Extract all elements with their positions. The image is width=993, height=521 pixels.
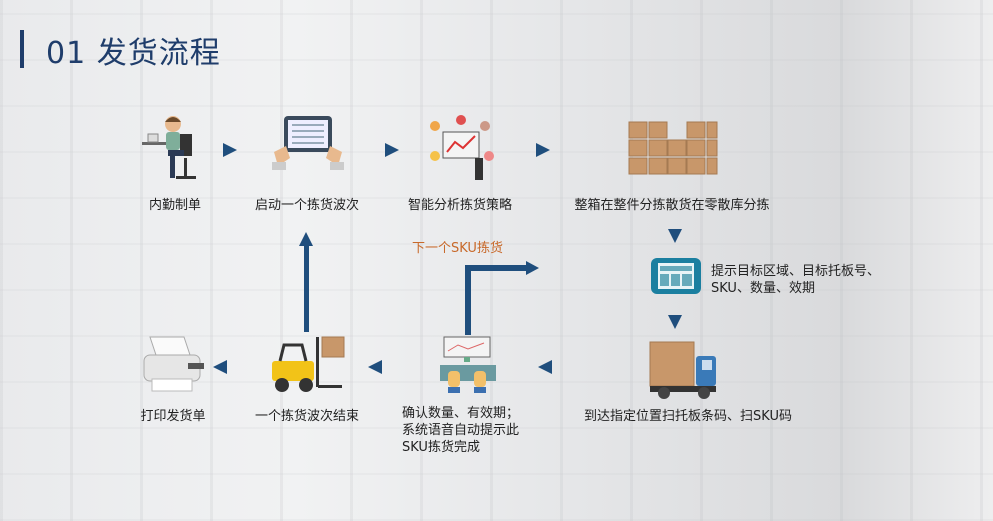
tablet-hands-icon [272,116,344,170]
title-accent-bar [20,30,24,68]
analytics-strategy-icon [430,115,494,180]
arrow-left-icon [368,360,382,374]
office-worker-icon [142,116,196,179]
delivery-truck-icon [649,341,716,399]
step-label: 提示目标区域、目标托板号、 SKU、数量、效期 [711,263,880,297]
step-label: 打印发货单 [140,409,206,424]
step-label: 整箱在整件分拣散货在零散库分拣 [574,198,770,213]
step-label-line: 确认数量、有效期； [402,406,520,421]
arrow-down-icon [668,229,682,243]
loop-arrow-horizontal [465,265,527,271]
step-label: 智能分析拣货策略 [407,198,513,213]
step-label: 确认数量、有效期； 系统语音自动提示此 SKU拣货完成 [402,405,519,456]
step-label-line: 提示目标区域、目标托板号、 [711,264,881,279]
arrow-right-icon [223,143,237,157]
step-label-line: SKU拣货完成 [402,440,480,455]
arrow-up-shaft [304,244,309,332]
loop-arrow-vertical [465,265,471,335]
arrow-right-icon [385,143,399,157]
keyboard-hands-icon [440,336,496,393]
forklift-icon [272,336,345,392]
step-label: 内勤制单 [148,198,202,213]
step-label-line: SKU、数量、效期 [711,281,815,296]
loop-arrow-head-icon [526,261,539,275]
tablet-screen-icon [651,258,701,294]
arrow-left-icon [538,360,552,374]
page-title: 01 发货流程 [46,36,221,71]
step-label: 启动一个拣货波次 [254,198,360,213]
arrow-left-icon [213,360,227,374]
arrow-right-icon [536,143,550,157]
arrow-down-icon [668,315,682,329]
arrow-up-icon [299,232,313,246]
loop-label: 下一个SKU拣货 [412,241,503,256]
step-label: 到达指定位置扫托板条码、扫SKU码 [584,409,792,424]
printer-icon [143,336,204,392]
stacked-boxes-icon [628,121,718,175]
step-label: 一个拣货波次结束 [254,409,360,424]
step-label-line: 系统语音自动提示此 [402,423,520,438]
